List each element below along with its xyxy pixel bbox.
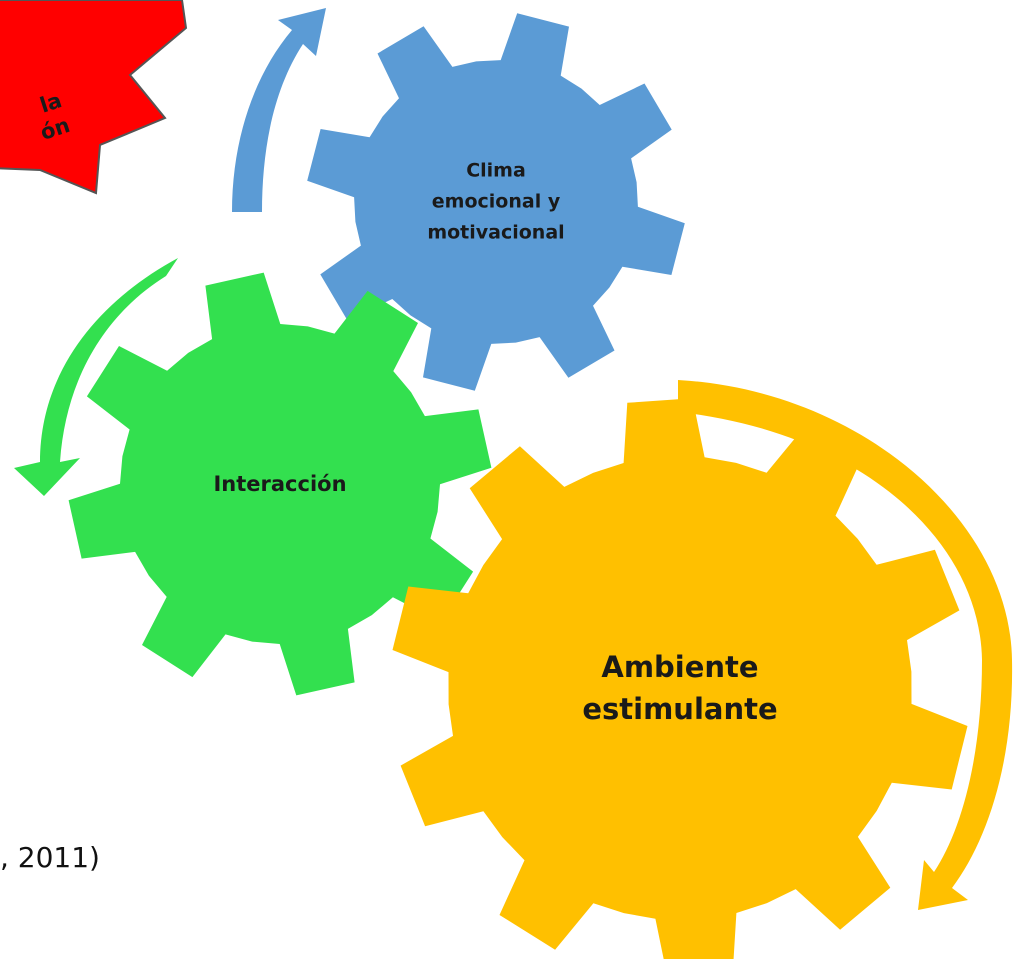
red-burst-shape xyxy=(0,0,188,195)
gear-green xyxy=(68,272,492,696)
gear-blue xyxy=(307,13,685,391)
gear-blue-shape xyxy=(307,13,685,391)
arrow-blue-curved xyxy=(232,8,326,212)
gear-blue-label: Clima emocional y motivacional xyxy=(427,156,564,249)
arrow-yellow-curved xyxy=(678,380,1013,910)
gear-yellow-label-line-1: Ambiente xyxy=(601,650,759,684)
gear-yellow-shape xyxy=(392,398,968,964)
gear-yellow xyxy=(392,398,968,964)
gear-green-label: Interacción xyxy=(213,470,346,498)
gear-yellow-label-line-2: estimulante xyxy=(582,692,778,726)
gear-blue-label-line-3: motivacional xyxy=(427,221,565,244)
gear-yellow-label: Ambiente estimulante xyxy=(582,646,777,730)
gear-green-shape xyxy=(68,272,492,696)
gear-green-label-line-1: Interacción xyxy=(213,472,347,496)
arrow-green-curved xyxy=(14,258,178,496)
gear-blue-label-line-2: emocional y xyxy=(431,190,561,213)
citation-text: , 2011) xyxy=(0,841,100,874)
gear-blue-label-line-1: Clima xyxy=(466,159,526,182)
